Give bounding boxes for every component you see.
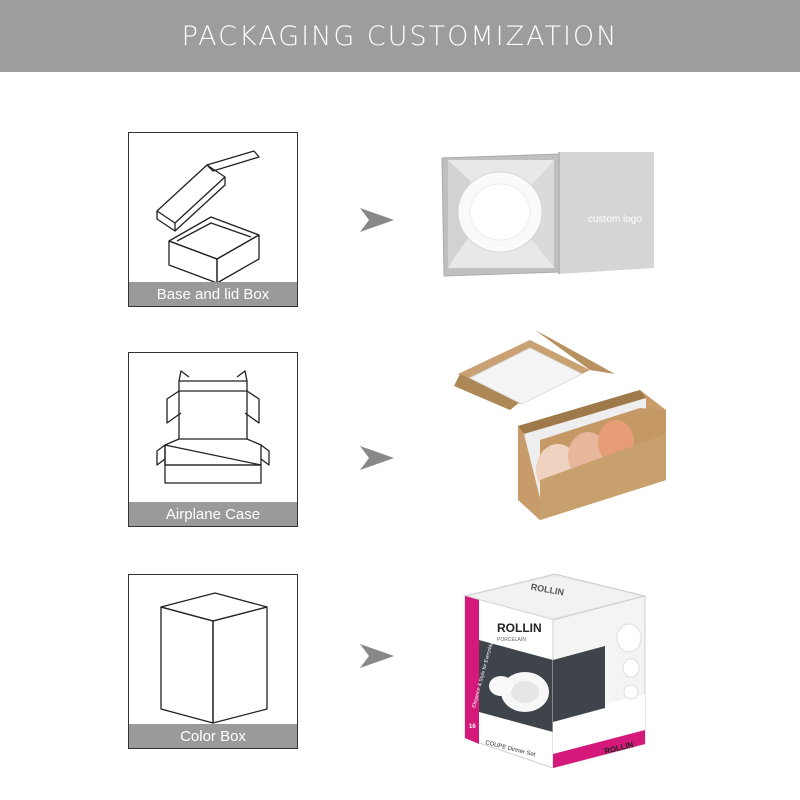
sketch-caption: Airplane Case: [129, 502, 297, 526]
arrow-right-icon: [360, 446, 394, 470]
kraft-box-with-bowls: [454, 330, 666, 520]
plain-box-icon: [160, 592, 268, 724]
page-header: PACKAGING CUSTOMIZATION: [0, 0, 800, 72]
gift-box-with-plate: custom logo: [441, 152, 654, 277]
sketch-caption: Base and lid Box: [129, 282, 297, 306]
custom-logo-text: custom logo: [588, 214, 642, 225]
sketch-caption: Color Box: [129, 724, 297, 748]
arrow-right-icon: [360, 208, 394, 232]
mailer-box-icon: [156, 370, 270, 484]
brand-logo: ROLLIN: [497, 621, 542, 635]
printed-dinner-set-box: ROLLIN ROLLIN PORCELAIN COUPE Dinner Set…: [463, 573, 646, 768]
color-box-card: Color Box: [128, 574, 298, 749]
airplane-case-card: Airplane Case: [128, 352, 298, 527]
piece-count: 16: [469, 724, 476, 730]
arrow-right-icon: [360, 644, 394, 668]
page-title: PACKAGING CUSTOMIZATION: [181, 20, 619, 52]
brand-subtitle: PORCELAIN: [497, 637, 526, 643]
base-lid-box-card: Base and lid Box: [128, 132, 298, 307]
